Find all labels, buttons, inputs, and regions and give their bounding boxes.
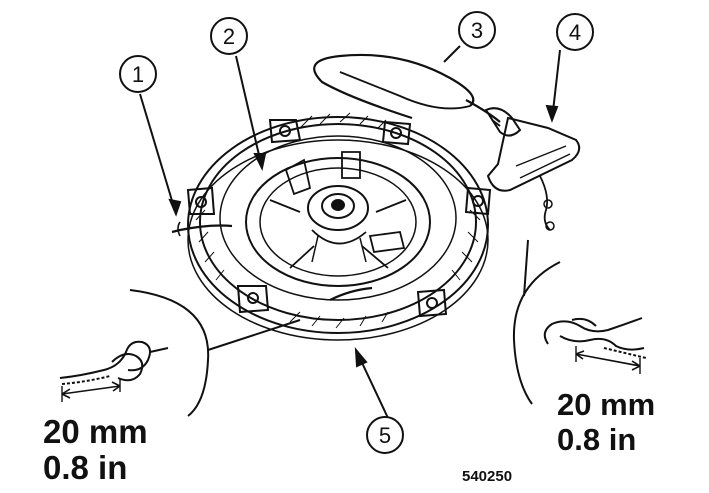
callout-1: 1 [119,55,157,93]
svg-text:3: 3 [471,18,483,43]
leader-lines [139,45,561,419]
callout-2: 2 [210,17,248,55]
rope-reel [245,151,431,287]
svg-text:1: 1 [132,62,144,87]
svg-text:2: 2 [223,24,235,49]
measurement-label-right: 20 mm 0.8 in [557,389,655,455]
detail-bubble-left [59,289,301,417]
dimension-line-left [61,385,121,395]
figure-id: 540250 [462,468,513,485]
t-handle [484,107,581,231]
starter-housing [186,112,492,341]
measurement-left-imperial: 0.8 in [43,449,128,486]
callout-5: 5 [366,416,404,454]
measurement-label-left: 20 mm 0.8 in [43,415,148,484]
measurement-right-imperial: 0.8 in [557,422,637,457]
starter-rope [171,53,501,301]
measurement-left-metric: 20 mm [43,413,148,450]
svg-text:5: 5 [379,423,391,448]
dimension-line-right [575,353,641,367]
callout-4: 4 [556,13,594,51]
detail-bubble-right [512,239,647,405]
svg-text:4: 4 [569,20,581,45]
callout-3: 3 [458,11,496,49]
measurement-right-metric: 20 mm [557,387,656,422]
